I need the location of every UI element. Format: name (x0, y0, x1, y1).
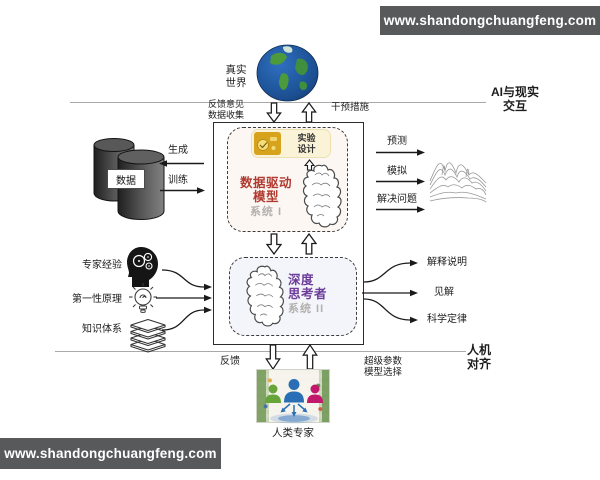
top-watermark-banner: www.shandongchuangfeng.com (380, 6, 600, 35)
arrow-model-to-world-up (301, 102, 317, 123)
bottom-watermark-banner: www.shandongchuangfeng.com (0, 438, 221, 469)
feedback-data-collection-label: 反馈意见 数据收集 (207, 99, 244, 120)
arrow-predict (376, 149, 425, 156)
arrow-brain-to-experiment-up (304, 159, 315, 171)
train-label: 训练 (168, 175, 188, 186)
experiment-design-label: 实验 设计 (297, 133, 316, 154)
system1-subtitle: 系统 I (249, 206, 283, 218)
human-experts-label: 人类专家 (272, 427, 314, 439)
arrow-simulate (376, 178, 425, 185)
lightbulb-icon (129, 283, 157, 313)
alignment-section-label: 人机 对齐 (466, 343, 491, 371)
earth-globe-icon (256, 44, 319, 102)
real-world-label: 真实 世界 (225, 64, 247, 89)
arrow-system1-to-system2-down (266, 233, 282, 255)
predict-label: 预测 (387, 136, 407, 147)
alignment-divider-line (55, 351, 466, 352)
scientific-law-label: 科学定律 (427, 314, 467, 325)
people-collage-icon (265, 379, 323, 424)
arrows-knowledge-into-model (156, 269, 212, 331)
system2-brain-sketch (246, 265, 285, 327)
arrows-model-to-insights (362, 259, 418, 324)
intervention-label: 干预措施 (331, 102, 370, 113)
arrow-system2-to-system1-up (301, 233, 317, 255)
feedback-label: 反馈 (220, 356, 240, 367)
first-principles-label: 第一性原理 (72, 294, 122, 305)
human-experts-image (256, 369, 330, 424)
hyperparameter-model-selection-label: 超级参数 模型选择 (364, 356, 403, 378)
system1-title: 数据驱动 模型 系统 I (230, 176, 302, 219)
explanation-label: 解释说明 (427, 257, 467, 268)
watermark-url: www.shandongchuangfeng.com (4, 446, 217, 461)
knowledge-system-label: 知识体系 (82, 324, 122, 335)
arrow-model-to-human-down (265, 344, 281, 370)
simulate-label: 模拟 (387, 166, 407, 177)
ai-reality-section-label: AI与现实 交互 (490, 85, 539, 113)
expert-experience-label: 专家经验 (82, 260, 122, 271)
experiment-design-card: 实验 设计 (251, 129, 331, 158)
system2-title: 深度 思考者 系统 II (288, 273, 348, 316)
solve-problems-label: 解决问题 (377, 194, 417, 205)
arrow-solve-problems (376, 206, 425, 213)
data-label: 数据 (107, 169, 145, 189)
generate-label: 生成 (168, 145, 188, 156)
terrain-sketch-image (429, 162, 487, 203)
arrow-generate-left (159, 160, 204, 167)
ai-reality-divider-line (70, 102, 486, 103)
insight-label: 见解 (434, 287, 454, 298)
expert-head-gears-icon (127, 247, 158, 287)
books-stack-icon (130, 318, 166, 353)
arrow-world-to-model-down (266, 102, 282, 123)
watermark-url: www.shandongchuangfeng.com (383, 13, 597, 28)
arrow-human-to-model-up (302, 344, 318, 370)
system2-subtitle: 系统 II (288, 303, 325, 315)
system1-brain-sketch (302, 164, 342, 228)
arrow-train-right (160, 187, 205, 194)
experiment-image-icon (254, 132, 281, 155)
